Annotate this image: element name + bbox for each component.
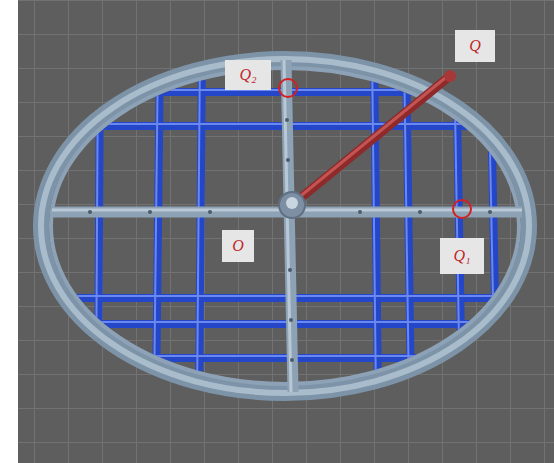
marker-circle	[453, 200, 471, 218]
rod	[292, 76, 450, 205]
label-box: Q₁	[440, 238, 484, 274]
blue-grid	[40, 50, 530, 400]
marker-circle	[279, 79, 297, 97]
rod-highlight	[292, 74, 450, 203]
point-label: Q₂	[239, 66, 256, 84]
label-box: Q₂	[225, 60, 271, 90]
ring-highlight	[41, 59, 529, 393]
cross-bars	[52, 60, 522, 392]
hub-cap	[286, 197, 298, 209]
label-box: Q	[455, 30, 495, 62]
floor-grid	[18, 0, 554, 463]
point-label: Q₁	[453, 247, 470, 265]
label-box: O	[222, 230, 254, 262]
hub	[279, 192, 305, 218]
rod-end	[444, 70, 456, 82]
point-label: O	[232, 237, 244, 255]
outer-ring	[41, 59, 529, 393]
point-label: Q	[469, 37, 481, 55]
